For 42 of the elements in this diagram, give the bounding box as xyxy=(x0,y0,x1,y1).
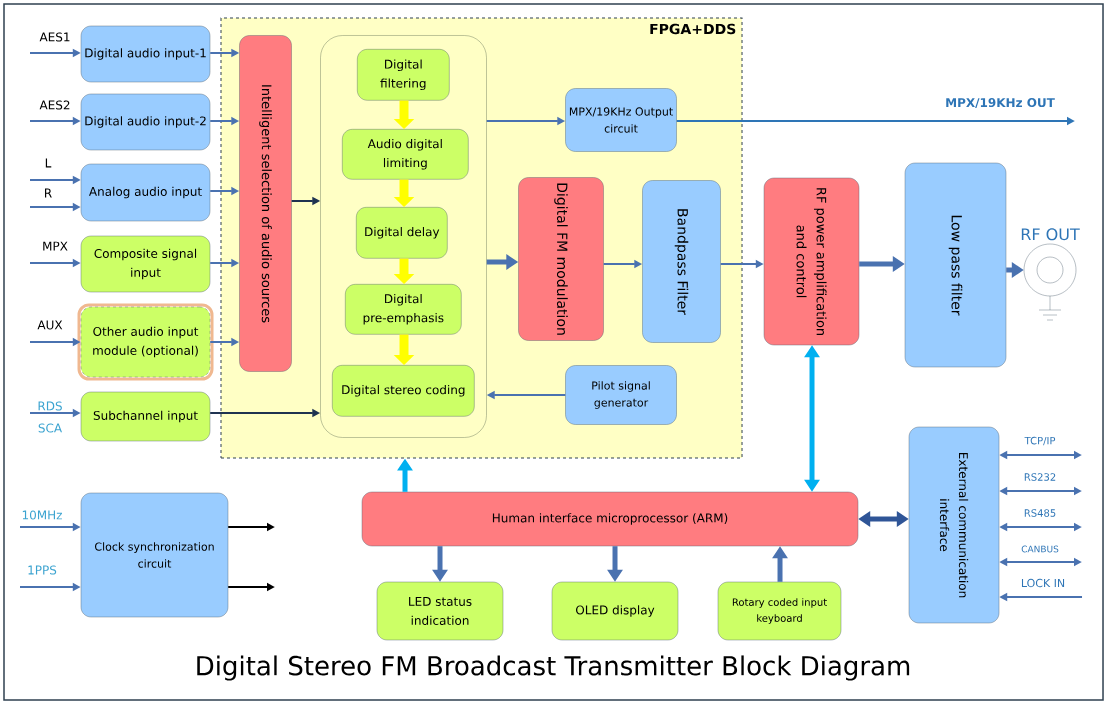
edge-label: RDS SCA xyxy=(38,401,62,433)
edge-label: LOCK IN xyxy=(1019,577,1067,589)
process-box: Digital stereo coding xyxy=(332,365,475,417)
edge-label: TCP/IP xyxy=(1023,435,1057,447)
process-box: Digital FM modulation xyxy=(518,177,604,341)
process-box: OLED display xyxy=(551,581,679,641)
edge-label: AES2 xyxy=(38,99,72,111)
process-box: Low pass filter xyxy=(904,162,1007,368)
edge-label: 10MHz xyxy=(20,509,64,521)
edge-label: MPX/19KHz OUT xyxy=(944,97,1056,109)
process-box: Rotary coded input keyboard xyxy=(717,581,842,641)
coaxial-connector: RF OUT xyxy=(1021,228,1080,321)
edge-label: AES1 xyxy=(38,31,72,43)
edge-label: RS485 xyxy=(1022,508,1058,518)
edge-label: 1PPS xyxy=(26,564,58,576)
process-box: Analog audio input xyxy=(80,163,211,222)
node-label: RF OUT xyxy=(1021,228,1080,241)
optional-module-box: Other audio input module (optional) xyxy=(77,303,214,381)
process-box: Digital delay xyxy=(356,207,448,259)
process-box: External communication interface xyxy=(908,426,1000,624)
process-box: Digital filtering xyxy=(357,49,450,101)
process-box: LED status indication xyxy=(376,581,504,641)
process-box: Audio digital limiting xyxy=(342,129,469,180)
edge-label: MPX xyxy=(41,240,69,252)
process-box: Bandpass Filter xyxy=(642,180,721,343)
process-box: Human interface microprocessor (ARM) xyxy=(361,491,859,547)
process-box: Composite signal input xyxy=(80,235,211,293)
process-box: Pilot signal generator xyxy=(565,365,677,425)
edge-label: R xyxy=(42,187,54,199)
process-box: Subchannel input xyxy=(80,391,211,442)
process-box: MPX/19KHz Output circuit xyxy=(565,88,677,152)
edge-label: L xyxy=(43,157,53,169)
process-box: RF power amplification and control xyxy=(763,177,860,346)
process-box: Clock synchronization circuit xyxy=(80,492,229,618)
process-box: Digital audio input-2 xyxy=(80,93,211,151)
process-box: Digital audio input-1 xyxy=(80,25,211,83)
process-box: Intelligent selection of audio sources xyxy=(239,35,292,372)
edge-label: RS232 xyxy=(1022,472,1058,482)
process-box: Digital pre-emphasis xyxy=(345,284,462,335)
title: Digital Stereo FM Broadcast Transmitter Block Diagram xyxy=(197,655,910,681)
edge-label: AUX xyxy=(36,319,64,331)
edge-label: CANBUS xyxy=(1020,544,1060,554)
